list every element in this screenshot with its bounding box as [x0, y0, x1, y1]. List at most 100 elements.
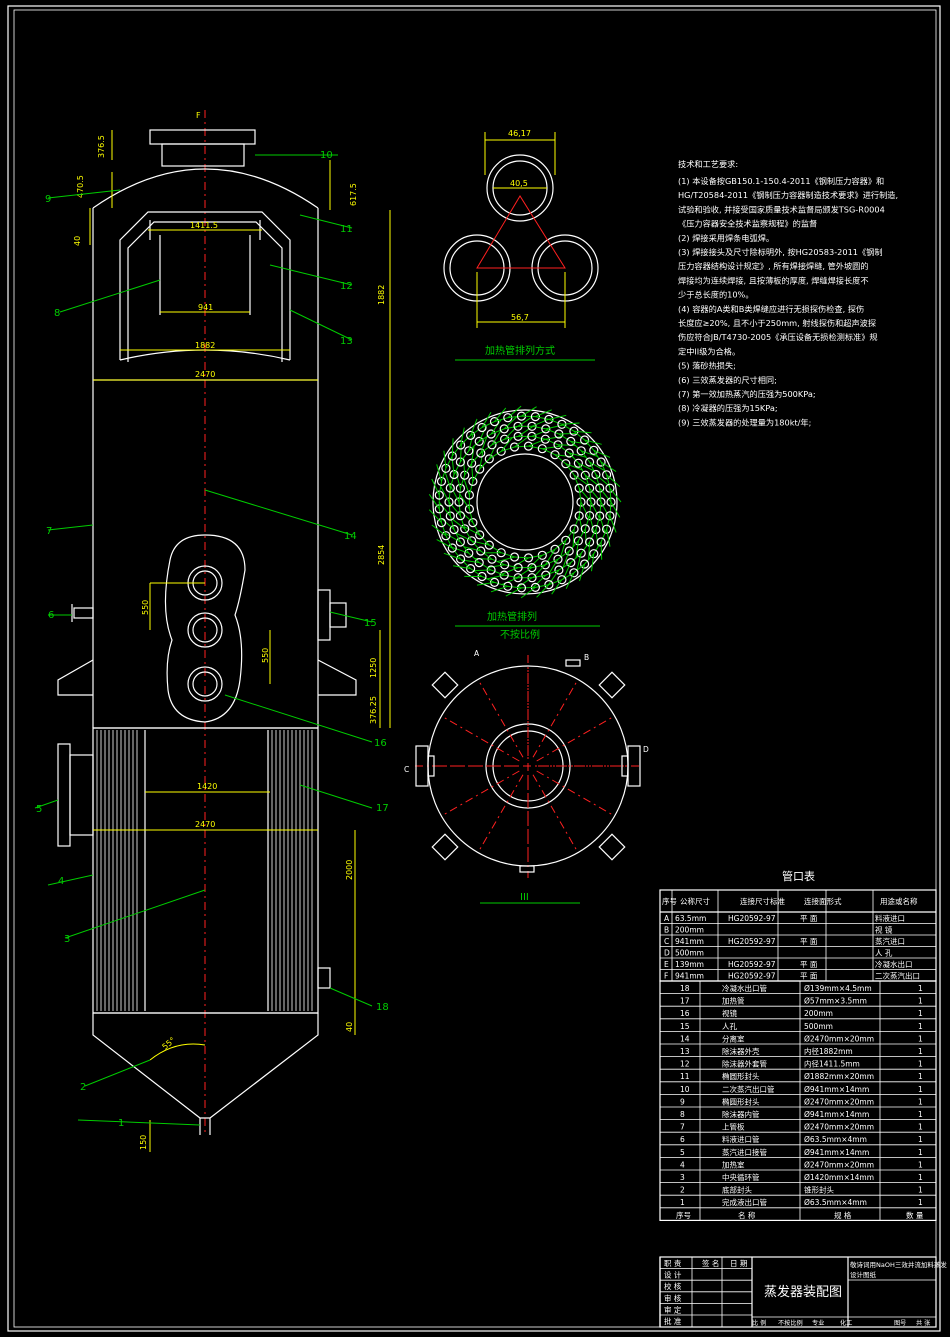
parts-cell: 1: [918, 1186, 923, 1195]
svg-text:1882: 1882: [377, 285, 386, 305]
svg-text:40: 40: [345, 1022, 354, 1032]
parts-cell: Ø941mm×14mm: [804, 1110, 869, 1119]
nozzle-cell: 63.5mm: [675, 914, 706, 923]
parts-cell: 1: [918, 1135, 923, 1144]
note-line: (4) 容器的A类和B类焊缝应进行无损探伤检查, 探伤: [678, 304, 864, 314]
svg-text:加热管排列方式: 加热管排列方式: [485, 344, 555, 357]
nozzle-cell: 139mm: [675, 960, 704, 969]
svg-text:15: 15: [364, 618, 377, 629]
parts-cell: 200mm: [804, 1009, 833, 1018]
parts-cell: 3: [680, 1173, 685, 1182]
note-line: (2) 焊接采用焊条电弧焊。: [678, 233, 774, 243]
svg-text:9: 9: [45, 194, 51, 205]
nozzle-cell: HG20592-97: [728, 960, 776, 969]
svg-text:B: B: [584, 653, 589, 662]
svg-text:18: 18: [376, 1002, 389, 1013]
main-view: F: [57, 110, 357, 1135]
parts-cell: Ø2470mm×20mm: [804, 1160, 874, 1169]
nozzle-header: 用途或名称: [880, 896, 918, 906]
svg-text:11: 11: [340, 224, 353, 235]
heater-arrangement-detail: 46,17 40,5 56,7 加热管排列方式: [443, 129, 599, 361]
plan-nozzle-B: [565, 659, 581, 667]
parts-cell: 分离室: [722, 1033, 745, 1043]
parts-cell: 1: [918, 1110, 923, 1119]
title-block-footer: 化工: [840, 1319, 852, 1327]
top-head: [92, 168, 319, 209]
technical-notes: 技术和工艺要求: (1) 本设备按GB150.1-150.4-2011《钢制压力…: [678, 159, 898, 427]
parts-cell: Ø2470mm×20mm: [804, 1034, 874, 1043]
nozzle-header: 连接尺寸标准: [740, 896, 785, 906]
parts-cell: Ø1882mm×20mm: [804, 1072, 874, 1081]
svg-text:40,5: 40,5: [510, 179, 528, 188]
parts-cell: 1: [918, 1173, 923, 1182]
title-block-role: 职 责: [664, 1258, 682, 1268]
parts-cell: 6: [680, 1135, 685, 1144]
parts-footer: 名 称: [738, 1210, 756, 1220]
svg-text:376.25: 376.25: [369, 696, 378, 724]
svg-text:1411.5: 1411.5: [190, 221, 218, 230]
svg-text:470.5: 470.5: [76, 175, 85, 198]
svg-text:150: 150: [139, 1135, 148, 1150]
parts-cell: 人孔: [722, 1022, 737, 1031]
parts-cell: 除沫器内管: [722, 1109, 760, 1119]
parts-cell: 1: [680, 1198, 685, 1207]
steam-inlet-nozzle: [69, 754, 94, 836]
note-line: HG/T20584-2011《钢制压力容器制造技术要求》进行制造,: [678, 190, 898, 200]
drawing-frame: [7, 5, 941, 1332]
parts-cell: Ø2470mm×20mm: [804, 1123, 874, 1132]
parts-cell: 1: [918, 1097, 923, 1106]
title-block-role: 审 定: [664, 1304, 682, 1314]
parts-footer: 规 格: [834, 1210, 852, 1220]
nozzle-cell: 200mm: [675, 926, 704, 935]
support-lug-right: [317, 659, 357, 696]
parts-cell: 5: [680, 1148, 685, 1157]
svg-text:3: 3: [64, 934, 70, 945]
parts-cell: 除沫器外套管: [722, 1059, 767, 1069]
svg-text:46,17: 46,17: [508, 129, 531, 138]
note-line: (1) 本设备按GB150.1-150.4-2011《钢制压力容器》和: [678, 176, 884, 186]
demister-inner: [127, 221, 283, 362]
parts-cell: 8: [680, 1110, 685, 1119]
svg-text:5: 5: [36, 804, 42, 815]
parts-cell: 16: [680, 1009, 690, 1018]
nozzle-header: 序号: [662, 896, 677, 906]
parts-cell: 二次蒸汽出口管: [722, 1084, 775, 1094]
note-line: 定中II级为合格。: [678, 346, 740, 356]
parts-cell: Ø139mm×4.5mm: [804, 984, 872, 993]
svg-text:550: 550: [141, 600, 150, 615]
feed-nozzle: [73, 607, 94, 619]
callout-numbers: 1 2 3 4 5 6 7 8 9 10 11 12 13 14 15 16 1…: [36, 150, 389, 1129]
svg-text:6: 6: [48, 610, 54, 621]
parts-cell: 视镜: [722, 1008, 737, 1018]
demister-shell: [119, 211, 291, 360]
parts-cell: 1: [918, 997, 923, 1006]
title-block: 职 责设 计校 核审 核审 定批 准 签 名 日 期 蒸发器装配图 敬诗词用Na…: [659, 1256, 947, 1328]
svg-text:敬诗词用NaOH三效并流加料蒸发: 敬诗词用NaOH三效并流加料蒸发: [850, 1260, 947, 1269]
nozzle-cell: 平 面: [800, 960, 818, 969]
parts-footer: 数 量: [906, 1210, 924, 1220]
nozzle-cell: 平 面: [800, 937, 818, 946]
plan-lug-tr: [598, 671, 626, 699]
drawing-title: 蒸发器装配图: [764, 1284, 842, 1300]
nozzle-cell: A: [664, 914, 670, 923]
svg-text:管口表: 管口表: [782, 869, 815, 883]
nozzle-cell: 平 面: [800, 914, 818, 923]
note-line: (8) 冷凝器的压强为15KPa;: [678, 403, 778, 413]
title-block-footer: 共 张: [916, 1319, 931, 1327]
svg-text:2470: 2470: [195, 370, 215, 379]
parts-cell: 1: [918, 1160, 923, 1169]
nozzle-cell: E: [664, 960, 669, 969]
parts-cell: 12: [680, 1060, 690, 1069]
note-line: 《压力容器安全技术监察规程》的监督: [678, 219, 817, 229]
svg-text:941: 941: [198, 303, 213, 312]
nozzle-cell: 平 面: [800, 972, 818, 981]
nozzle-header: 连接面形式: [804, 896, 842, 906]
svg-text:4: 4: [58, 876, 64, 887]
parts-cell: 1: [918, 1072, 923, 1081]
svg-text:2854: 2854: [377, 545, 386, 565]
svg-text:56,7: 56,7: [511, 313, 529, 322]
sight-glass-housing: [164, 534, 246, 723]
svg-text:A: A: [474, 649, 480, 658]
